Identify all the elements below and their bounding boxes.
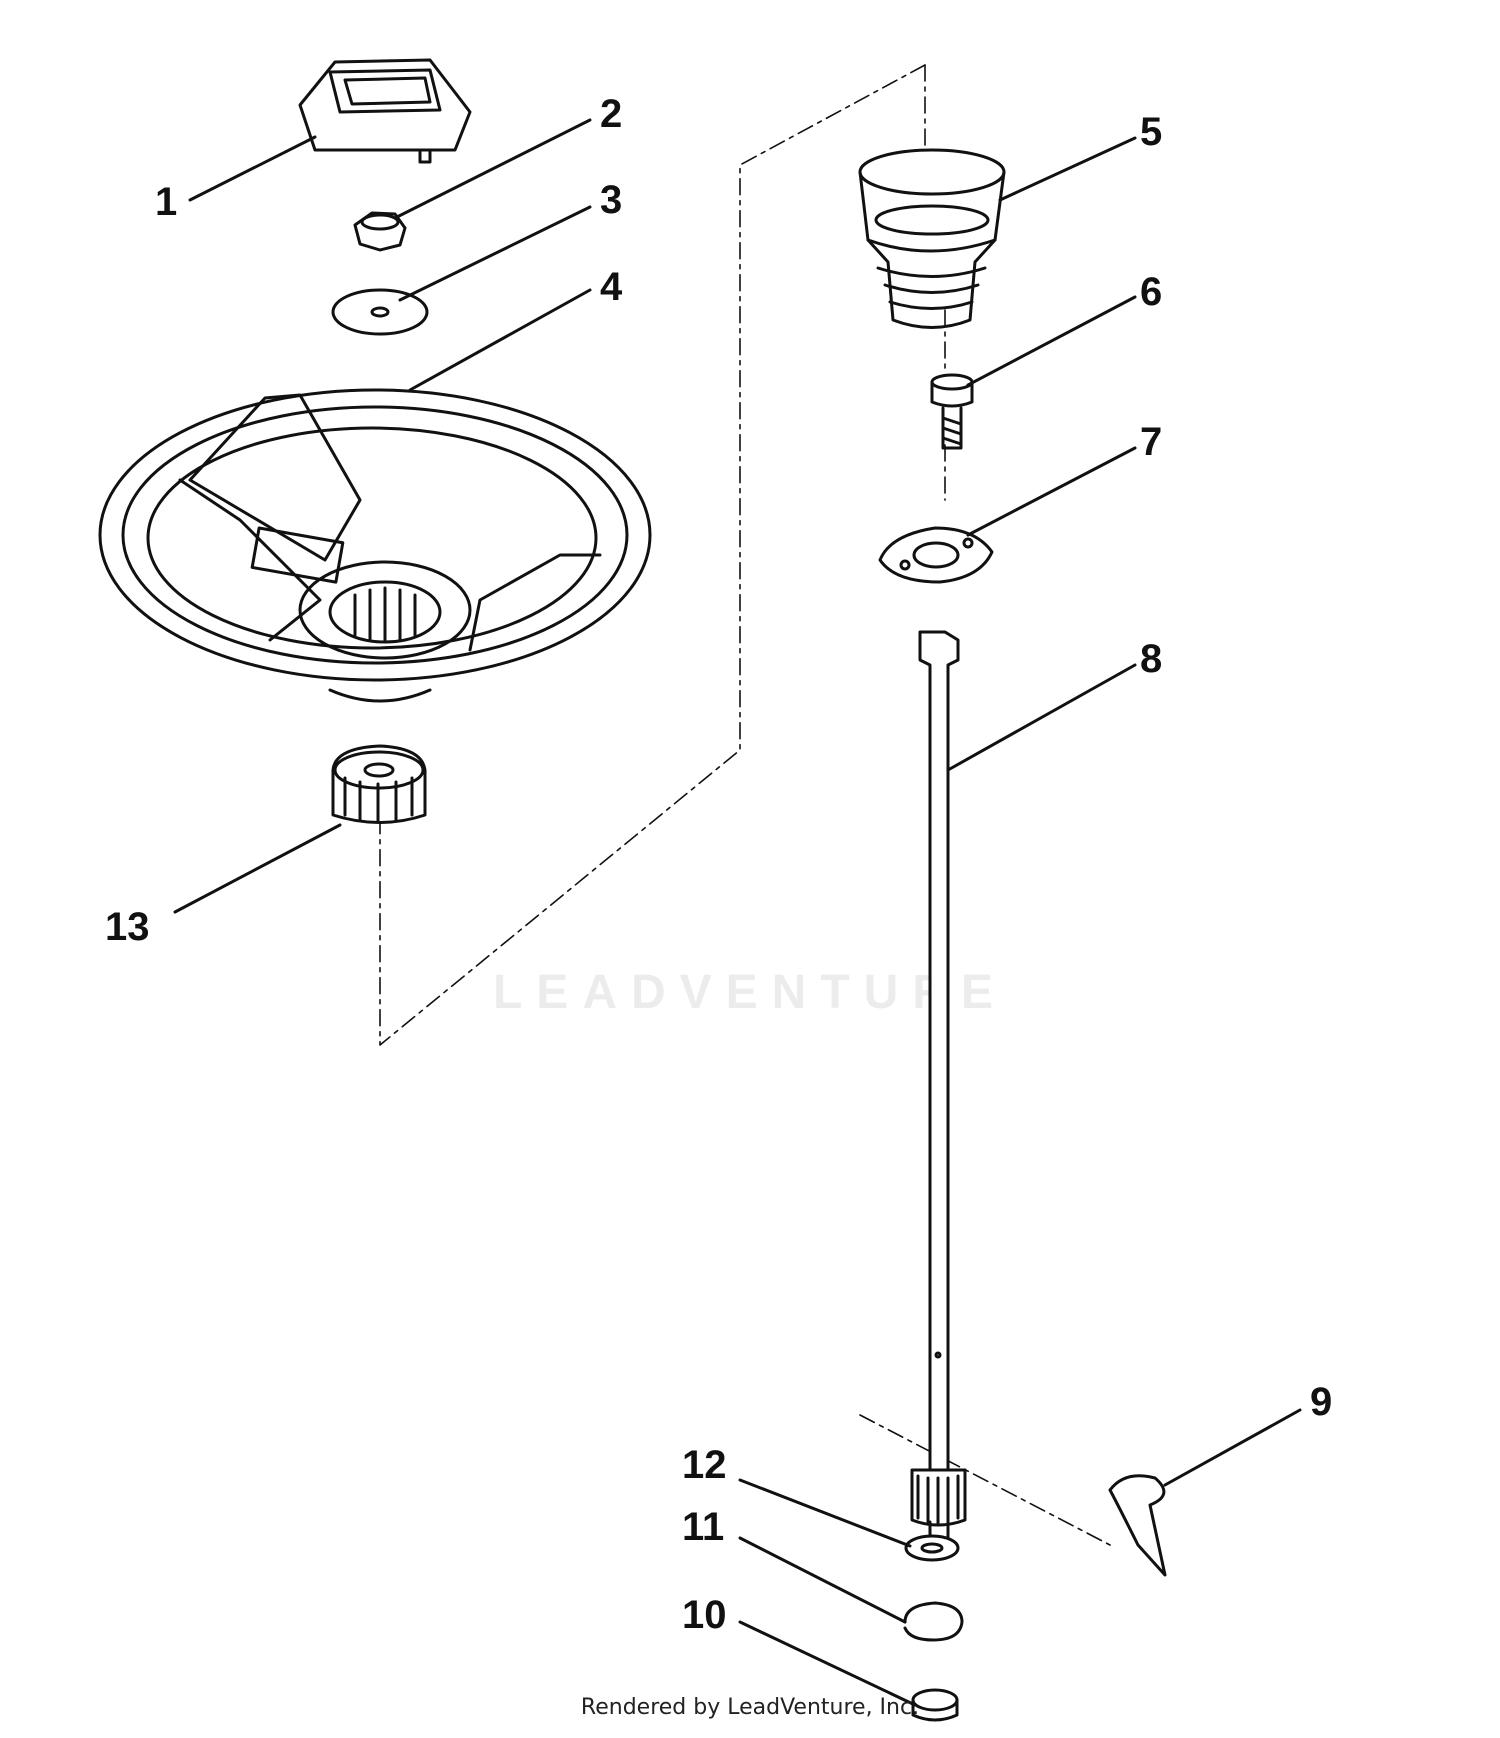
callout-5: 5 bbox=[1140, 110, 1162, 154]
part-1-steering-cap bbox=[298, 58, 472, 164]
part-6-hex-bolt bbox=[930, 373, 974, 450]
callout-11: 11 bbox=[682, 1505, 724, 1549]
part-5-steering-bushing bbox=[858, 148, 1006, 329]
callout-9: 9 bbox=[1310, 1380, 1332, 1424]
leader-lines bbox=[173, 118, 1302, 1707]
part-9-hairpin-clip bbox=[1108, 1474, 1167, 1577]
part-7-flange-bearing bbox=[878, 526, 994, 584]
assembly-guide-lines bbox=[379, 64, 1111, 1546]
callout-13: 13 bbox=[105, 905, 150, 949]
callout-1: 1 bbox=[155, 180, 177, 224]
callout-3: 3 bbox=[600, 178, 622, 222]
callout-2: 2 bbox=[600, 92, 622, 136]
callout-7: 7 bbox=[1140, 420, 1162, 464]
part-4-steering-wheel bbox=[98, 388, 652, 703]
callout-labels: 1 2 3 4 5 6 7 8 9 10 11 12 13 bbox=[105, 92, 1332, 1637]
callout-4: 4 bbox=[600, 265, 623, 309]
watermark-text: LEADVENTURE bbox=[492, 966, 1008, 1019]
part-2-lock-nut bbox=[353, 211, 407, 252]
callout-6: 6 bbox=[1140, 270, 1162, 314]
part-13-steering-adapter bbox=[331, 744, 427, 824]
callout-12: 12 bbox=[682, 1443, 727, 1487]
part-10-cap-nut bbox=[911, 1688, 959, 1722]
part-3-washer bbox=[331, 288, 429, 336]
part-12-washer bbox=[904, 1534, 960, 1562]
footer-credit: Rendered by LeadVenture, Inc. bbox=[580, 1695, 920, 1720]
callout-8: 8 bbox=[1140, 637, 1162, 681]
part-8-steering-shaft bbox=[910, 630, 967, 1542]
part-11-retaining-ring bbox=[903, 1601, 964, 1642]
callout-10: 10 bbox=[682, 1593, 727, 1637]
